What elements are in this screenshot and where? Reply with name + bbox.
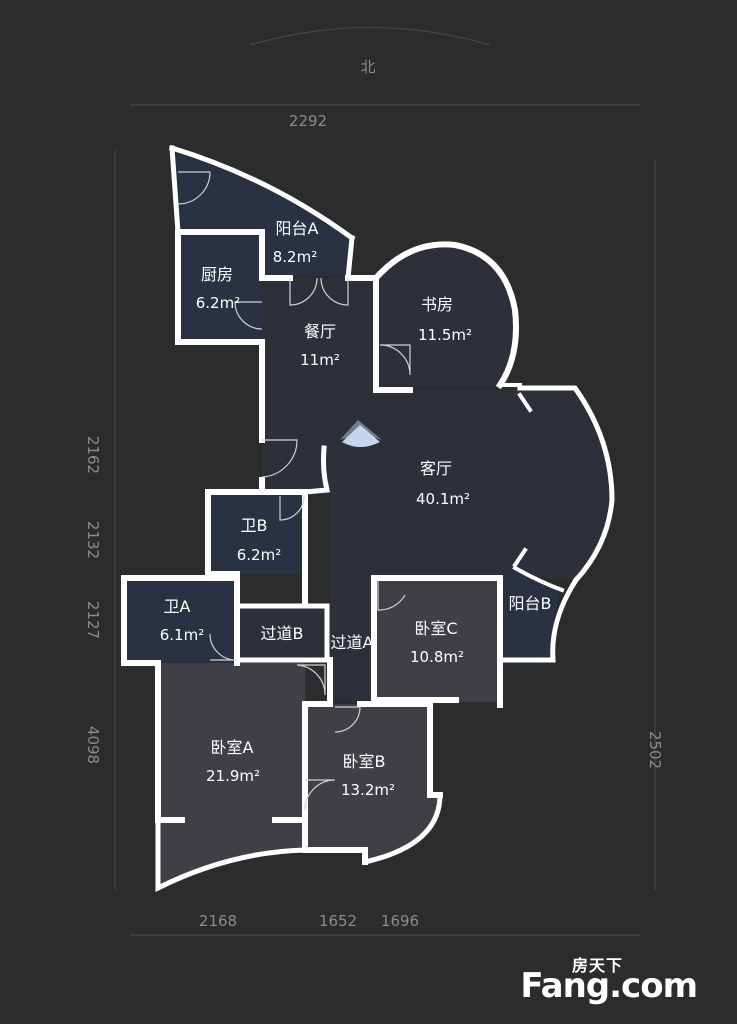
dim-right: 2502 <box>646 731 664 769</box>
dim-left-4: 4098 <box>84 726 102 764</box>
room-name-bedroom-b: 卧室B <box>343 752 386 771</box>
room-area-dining: 11m² <box>300 351 340 369</box>
room-name-dining: 餐厅 <box>304 322 336 341</box>
dim-bottom-2: 1652 <box>319 912 357 930</box>
room-area-kitchen: 6.2m² <box>196 294 240 312</box>
dim-left-1: 2162 <box>84 436 102 474</box>
room-name-hall-b: 过道B <box>261 624 304 643</box>
watermark-en: Fang.com <box>520 966 698 1006</box>
room-area-bath-b: 6.2m² <box>237 546 281 564</box>
room-area-study: 11.5m² <box>418 326 472 344</box>
watermark-cn: 房天下 <box>571 956 623 975</box>
room-area-bath-a: 6.1m² <box>160 626 204 644</box>
doors <box>177 171 411 811</box>
room-name-kitchen: 厨房 <box>201 265 233 284</box>
room-name-bath-a: 卫A <box>164 597 191 616</box>
room-area-balcony-a: 8.2m² <box>273 248 317 266</box>
room-name-bedroom-a: 卧室A <box>211 738 254 757</box>
dim-left-3: 2127 <box>84 601 102 639</box>
watermark: 房天下 Fang.com <box>520 952 717 1006</box>
room-name-bath-b: 卫B <box>241 516 268 535</box>
room-labels: 阳台A 8.2m² 厨房 6.2m² 餐厅 11m² 书房 11.5m² 客厅 … <box>160 219 552 799</box>
room-area-bedroom-a: 21.9m² <box>206 767 260 785</box>
room-name-bedroom-c: 卧室C <box>414 619 457 638</box>
dim-left-2: 2132 <box>84 521 102 559</box>
room-name-hall-a: 过道A <box>331 633 374 652</box>
walls <box>121 144 615 893</box>
compass-label: 北 <box>360 58 375 76</box>
dimension-guides <box>114 27 656 936</box>
dim-bottom-1: 2168 <box>199 912 237 930</box>
room-name-living: 客厅 <box>420 459 452 478</box>
room-name-balcony-a: 阳台A <box>276 219 319 238</box>
room-area-bedroom-b: 13.2m² <box>341 781 395 799</box>
room-name-balcony-b: 阳台B <box>509 594 552 613</box>
room-area-living: 40.1m² <box>416 490 470 508</box>
room-name-study: 书房 <box>421 295 453 314</box>
view-direction-icon <box>340 420 382 447</box>
room-fills <box>124 148 610 888</box>
dim-bottom-3: 1696 <box>381 912 419 930</box>
room-area-bedroom-c: 10.8m² <box>410 648 464 666</box>
dim-top: 2292 <box>289 112 327 130</box>
